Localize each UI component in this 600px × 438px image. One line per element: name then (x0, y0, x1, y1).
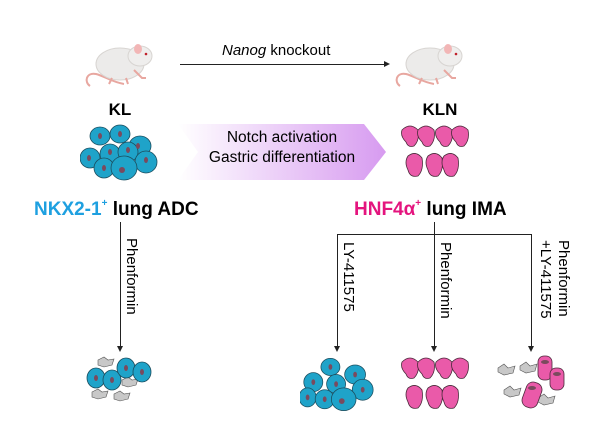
adc-phenformin-label: Phenformin (123, 238, 140, 315)
nanog-gene: Nanog (222, 42, 267, 59)
kl-label: KL (108, 100, 132, 119)
adc-phenformin-arrowhead (117, 346, 123, 352)
adc-title: NKX2-1+ lung ADC (34, 198, 199, 221)
knockout-arrow-line (180, 64, 384, 65)
ima-branch-left-line (337, 234, 338, 346)
combo-result-cells (497, 355, 565, 409)
phenformin-result-ima-cells (401, 357, 469, 409)
kl-mouse-icon (85, 44, 153, 87)
adc-phenformin-result-cells (86, 356, 152, 402)
nkx21-marker: NKX2-1 (34, 199, 102, 220)
ima-type: lung IMA (421, 199, 507, 220)
knockout-label: Nanog knockout (222, 42, 331, 59)
notch-banner-arrow (178, 124, 386, 180)
combo-label-line2: +LY-411575 (537, 240, 554, 319)
ima-branch-right-line (531, 234, 532, 346)
kln-label: KLN (422, 100, 458, 119)
ly-arrowhead (334, 346, 340, 352)
ima-title: HNF4α+ lung IMA (354, 198, 507, 221)
banner-line-gastric: Gastric differentiation (208, 149, 356, 166)
combo-label-line1: Phenformin (555, 240, 572, 317)
adc-type: lung ADC (107, 199, 199, 220)
ima-branch-bar (337, 234, 531, 235)
phenformin-arrowhead (431, 346, 437, 352)
banner-text: Notch activation Gastric differentiation (178, 128, 386, 168)
knockout-arrowhead (384, 61, 390, 67)
ly-label: LY-411575 (340, 242, 357, 312)
kln-mouse-icon (395, 44, 463, 87)
ima-cell-cluster (401, 125, 469, 177)
ly-result-adc-cells (300, 358, 374, 412)
ima-phenformin-label: Phenformin (437, 242, 454, 319)
combo-arrowhead (528, 346, 534, 352)
adc-phenformin-line (120, 222, 121, 346)
ima-trunk-line (434, 222, 435, 346)
hnf4a-marker: HNF4α (354, 199, 416, 220)
banner-line-notch: Notch activation (226, 129, 338, 146)
hnf4a-sup: + (415, 198, 422, 209)
nkx21-sup: + (101, 198, 108, 209)
adc-cell-cluster (80, 124, 158, 181)
